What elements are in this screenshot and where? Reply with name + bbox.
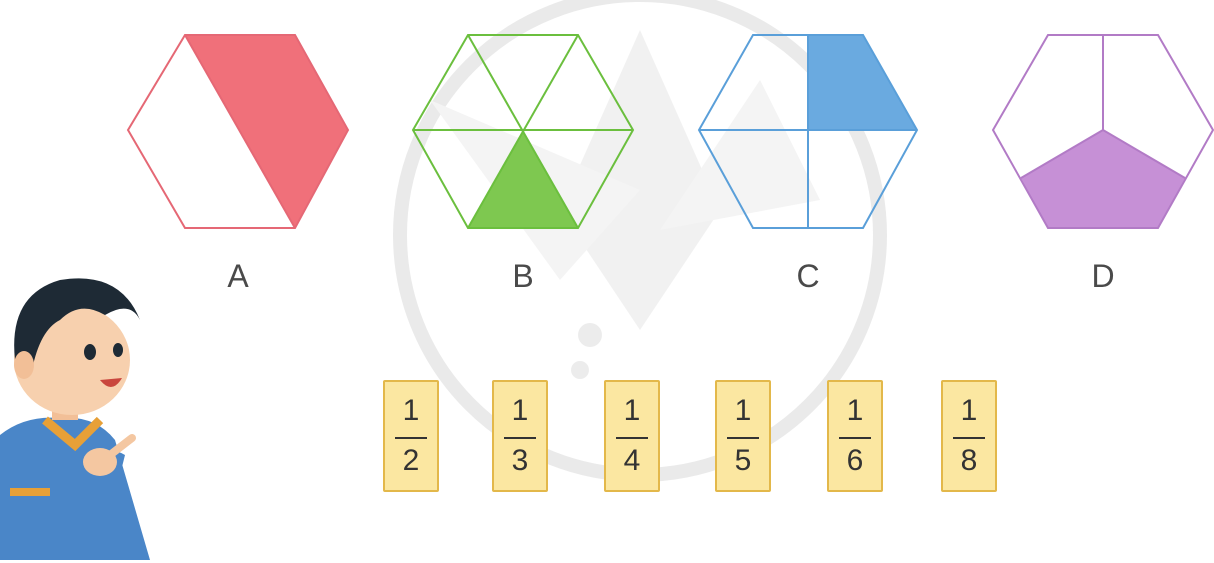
fraction-card-1-6[interactable]: 1 6 [827,380,883,492]
card-numerator: 1 [494,394,546,428]
fraction-card-1-5[interactable]: 1 5 [715,380,771,492]
card-denominator: 3 [494,444,546,478]
hexagon-d-shaded-third [1021,130,1185,228]
card-numerator: 1 [943,394,995,428]
card-denominator: 8 [943,444,995,478]
fraction-card-1-4[interactable]: 1 4 [604,380,660,492]
fraction-bar [839,437,871,439]
shape-label-b: B [493,258,553,295]
fraction-bar [727,437,759,439]
card-numerator: 1 [829,394,881,428]
shape-label-a: A [208,258,268,295]
shape-label-d: D [1073,258,1133,295]
card-denominator: 2 [385,444,437,478]
card-numerator: 1 [717,394,769,428]
fraction-bar [616,437,648,439]
boy-illustration [0,278,150,560]
hexagon-a [128,35,348,228]
hexagon-c-shaded-quarter [808,35,917,130]
fraction-bar [953,437,985,439]
fraction-card-1-3[interactable]: 1 3 [492,380,548,492]
card-numerator: 1 [385,394,437,428]
card-denominator: 5 [717,444,769,478]
card-numerator: 1 [606,394,658,428]
fraction-card-1-2[interactable]: 1 2 [383,380,439,492]
fraction-card-1-8[interactable]: 1 8 [941,380,997,492]
card-denominator: 4 [606,444,658,478]
card-denominator: 6 [829,444,881,478]
boy-eye-left [84,344,96,360]
fraction-bar [504,437,536,439]
shape-label-c: C [778,258,838,295]
hexagon-a-shaded-half [185,35,348,228]
fraction-bar [395,437,427,439]
hexagon-d [993,35,1213,228]
boy-eye-right [113,343,123,357]
